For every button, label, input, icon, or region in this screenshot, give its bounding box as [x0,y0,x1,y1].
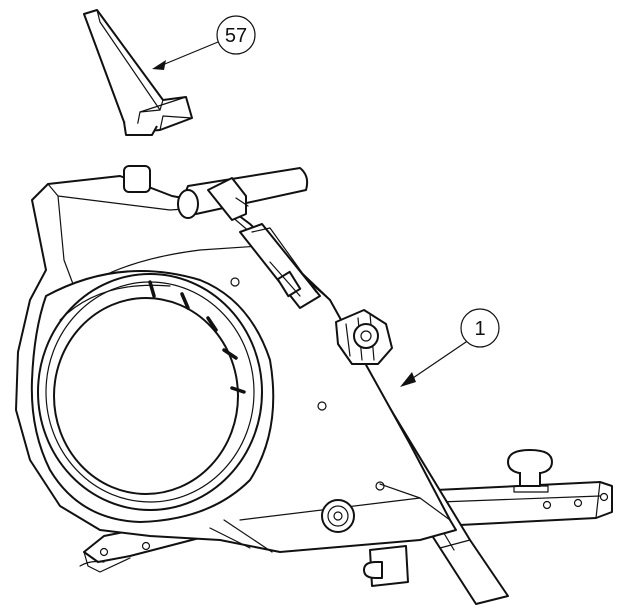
callout-57-circle [216,15,256,55]
control-console [239,223,321,309]
callout-57-leader [159,41,219,67]
handlebar [123,165,309,221]
flywheel-disc [30,270,275,523]
callout-57: 57 [152,15,256,70]
tension-knob [335,309,393,365]
part-57-device-holder [83,9,193,136]
part-1-main-frame [15,165,613,605]
callout-57-label: 57 [225,25,247,47]
rear-rail [435,449,613,527]
callout-1-arrowhead [400,372,416,387]
callout-57-arrowhead [152,60,166,70]
callout-1-label: 1 [474,318,485,340]
callout-1: 1 [400,308,500,387]
callout-1-leader [409,341,467,381]
callout-1-circle [460,308,500,348]
